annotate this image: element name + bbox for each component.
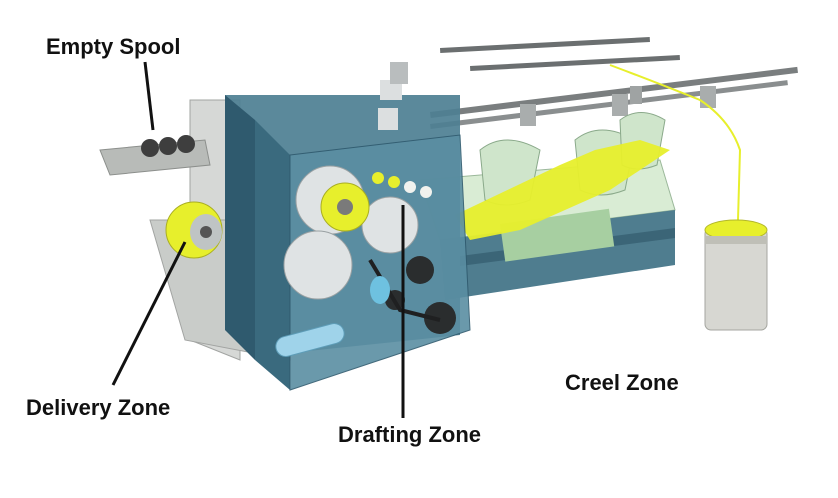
- creel-rails: [430, 37, 798, 129]
- delivery-spool: [165, 201, 223, 259]
- delivery-zone-label: Delivery Zone: [26, 395, 171, 420]
- empty-spool-label: Empty Spool: [46, 34, 181, 59]
- sliver-can: [704, 219, 768, 331]
- label-leaders: [111, 61, 405, 418]
- drafting-zone-label: Drafting Zone: [338, 422, 481, 447]
- empty-spool-tray: [99, 135, 211, 176]
- drafting-housing: [225, 62, 471, 391]
- creel-zone-label: Creel Zone: [565, 370, 679, 395]
- creel-bed: [419, 64, 742, 300]
